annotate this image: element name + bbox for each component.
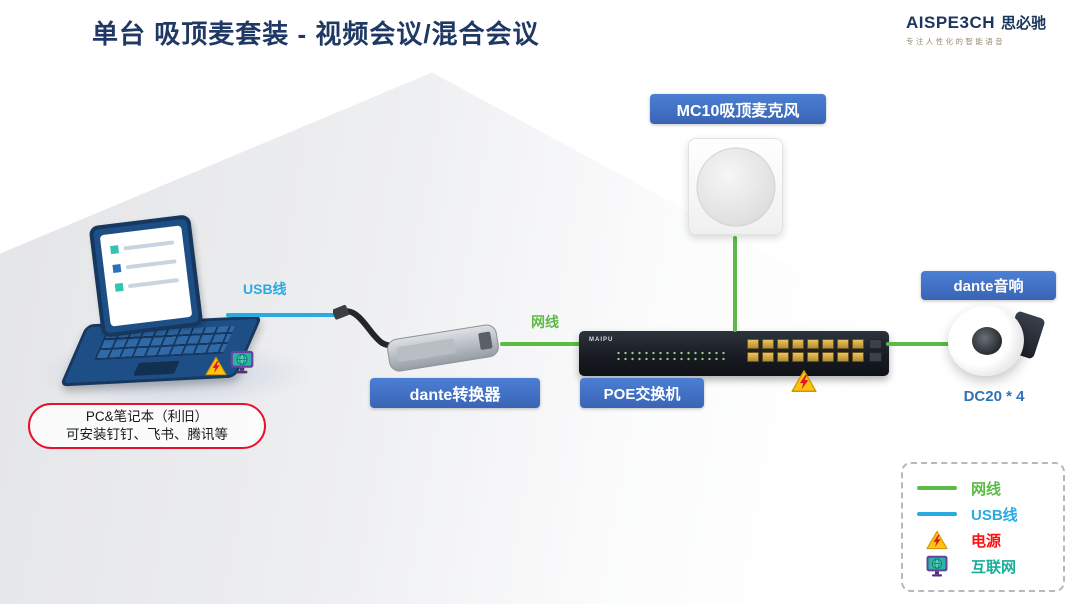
switch-sfp-ports xyxy=(869,339,882,362)
legend-box: 网线 USB线 电源 互联网 xyxy=(901,462,1065,592)
legend-power-warning-icon xyxy=(917,530,957,550)
legend-internet-label: 互联网 xyxy=(971,558,1017,576)
laptop-touchpad xyxy=(133,360,181,376)
legend-usb-line-swatch xyxy=(917,512,957,516)
lan-line-converter-switch xyxy=(500,342,582,346)
mc10-mic-label: MC10吸顶麦克风 xyxy=(650,94,826,124)
lan-line-switch-mic xyxy=(733,236,737,332)
internet-icon-laptop xyxy=(229,350,255,375)
logo-tagline: 专注人性化的智能语音 xyxy=(906,37,1005,46)
dante-speaker-illustration xyxy=(943,300,1046,382)
switch-ethernet-ports xyxy=(747,339,864,362)
note-line-2: 可安装钉钉、飞书、腾讯等 xyxy=(66,427,228,442)
speaker-cone xyxy=(972,327,1002,355)
legend-lan-label: 网线 xyxy=(971,480,1002,498)
switch-led-indicators xyxy=(615,350,727,363)
legend-row-power: 电源 xyxy=(917,528,1049,552)
poe-switch-illustration: MAIPU xyxy=(579,331,889,376)
speaker-model-text: DC20 * 4 xyxy=(963,388,1025,405)
dante-converter-label: dante转换器 xyxy=(370,378,540,408)
usb-line-label: USB线 xyxy=(243,281,287,297)
note-line-1: PC&笔记本（利旧） xyxy=(85,409,209,424)
legend-lan-line-swatch xyxy=(917,486,957,490)
power-warning-icon-laptop xyxy=(205,356,227,376)
power-warning-icon-switch xyxy=(791,369,817,393)
lan-line-switch-speaker xyxy=(886,342,950,346)
logo-brand-text: AISPE3CH xyxy=(906,13,996,32)
mc10-mic-illustration xyxy=(688,138,783,235)
laptop-screen xyxy=(88,214,204,338)
page-title: 单台 吸顶麦套装 - 视频会议/混合会议 xyxy=(92,19,540,49)
laptop-screen-document xyxy=(99,225,193,327)
legend-internet-icon xyxy=(917,555,957,578)
legend-row-internet: 互联网 xyxy=(917,554,1049,578)
legend-row-lan: 网线 xyxy=(917,476,1049,500)
lan-line-label: 网线 xyxy=(531,314,559,330)
dante-converter-illustration xyxy=(333,304,499,372)
legend-usb-label: USB线 xyxy=(971,506,1018,524)
switch-brand-text: MAIPU xyxy=(589,337,614,343)
legend-row-usb: USB线 xyxy=(917,502,1049,526)
laptop-illustration xyxy=(33,214,313,408)
pc-note-box: PC&笔记本（利旧） 可安装钉钉、飞书、腾讯等 xyxy=(28,403,266,449)
mic-grille xyxy=(696,147,775,226)
dante-speaker-label: dante音响 xyxy=(921,271,1056,300)
poe-switch-label: POE交换机 xyxy=(580,378,704,408)
brand-logo: AISPE3CH 思必驰 专注人性化的智能语音 xyxy=(906,12,1064,47)
usb-cable-line xyxy=(226,313,340,317)
logo-brand-cn: 思必驰 xyxy=(1001,15,1047,32)
legend-power-label: 电源 xyxy=(971,532,1002,550)
